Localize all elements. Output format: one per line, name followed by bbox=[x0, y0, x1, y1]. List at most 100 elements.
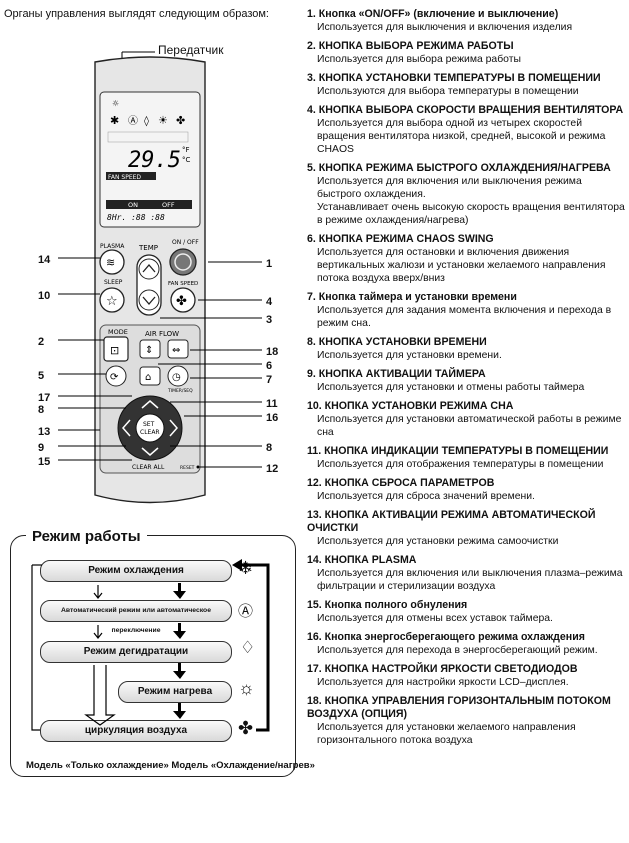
description-title: 4. КНОПКА ВЫБОРА СКОРОСТИ ВРАЩЕНИЯ ВЕНТИ… bbox=[307, 104, 624, 116]
temp-up-button[interactable] bbox=[138, 258, 160, 280]
description-item: 3. КНОПКА УСТАНОВКИ ТЕМПЕРАТУРЫ В ПОМЕЩЕ… bbox=[307, 72, 625, 98]
vertical-swing-icon: ⇕ bbox=[145, 345, 153, 356]
power-icon bbox=[174, 253, 192, 271]
description-title: 17. КНОПКА НАСТРОЙКИ ЯРКОСТИ СВЕТОДИОДОВ bbox=[307, 663, 578, 675]
description-title: 3. КНОПКА УСТАНОВКИ ТЕМПЕРАТУРЫ В ПОМЕЩЕ… bbox=[307, 72, 601, 84]
remote-illustration: ☼ ✱ Ⓐ ◊ ☀ ✤ 29.5 °F °C FAN SPEED ON OFF … bbox=[58, 51, 262, 504]
fan-speed-button[interactable] bbox=[170, 287, 196, 313]
dpad-left-icon bbox=[122, 419, 131, 437]
fan-speed-icon: ✤ bbox=[176, 294, 187, 309]
turbo-button[interactable] bbox=[105, 365, 127, 387]
drop-icon: ◊ bbox=[144, 115, 149, 127]
lcd-temperature: 29.5 bbox=[128, 148, 181, 173]
svg-text:☼: ☼ bbox=[112, 99, 119, 108]
mode-cool: Режим охлаждения bbox=[40, 560, 232, 582]
callout-number: 14 bbox=[38, 254, 51, 266]
temp-down-button[interactable] bbox=[138, 289, 160, 311]
mode-flow-arrows bbox=[31, 559, 270, 732]
chevron-up-icon bbox=[142, 264, 156, 273]
lcd-display bbox=[99, 91, 201, 228]
mode-auto: Автоматический режим или автоматическое … bbox=[40, 600, 232, 634]
description-item: 13. КНОПКА АКТИВАЦИИ РЕЖИМА АВТОМАТИЧЕСК… bbox=[307, 509, 625, 548]
callout-number: 12 bbox=[266, 463, 279, 475]
description-title: 15. Кнопка полного обнуления bbox=[307, 599, 468, 611]
button-descriptions: 1. Кнопка «ON/OFF» (включение и выключен… bbox=[307, 8, 625, 753]
drop-icon: ♢ bbox=[240, 638, 256, 657]
sun-icon: ☀ bbox=[158, 114, 168, 127]
callout-number: 11 bbox=[266, 398, 278, 410]
lcd-off: OFF bbox=[162, 201, 175, 209]
callout-number: 10 bbox=[38, 290, 51, 302]
fan-icon: ✤ bbox=[238, 718, 254, 738]
description-text: Используется для настройки яркости LCD–д… bbox=[317, 677, 569, 688]
lcd-fan-speed: FAN SPEED bbox=[108, 174, 141, 181]
chaos-swing-button[interactable] bbox=[139, 339, 161, 359]
lcd-timer: 8Hr. :88 :88 bbox=[107, 213, 165, 222]
reset-label: RESET bbox=[180, 465, 195, 471]
description-item: 16. Кнопка энергосберегающего режима охл… bbox=[307, 631, 625, 657]
set-label: SET bbox=[143, 421, 155, 428]
description-text: Используется для установки и отмены рабо… bbox=[317, 382, 585, 393]
description-item: 1. Кнопка «ON/OFF» (включение и выключен… bbox=[307, 8, 625, 34]
room-temp-button[interactable] bbox=[139, 366, 161, 386]
description-title: 13. КНОПКА АКТИВАЦИИ РЕЖИМА АВТОМАТИЧЕСК… bbox=[307, 509, 596, 534]
sleep-label: SLEEP bbox=[104, 279, 123, 286]
mode-section-box bbox=[10, 535, 296, 777]
sleep-button[interactable] bbox=[99, 287, 125, 313]
description-text: Используется для выбора одной из четырех… bbox=[317, 118, 606, 155]
airflow-label: AIR FLOW bbox=[145, 330, 179, 338]
clock-icon: ◷ bbox=[172, 372, 181, 383]
description-title: 11. КНОПКА ИНДИКАЦИИ ТЕМПЕРАТУРЫ В ПОМЕЩ… bbox=[307, 445, 609, 457]
set-clear-button[interactable] bbox=[135, 413, 165, 443]
timer-button[interactable] bbox=[167, 365, 189, 387]
lcd-on: ON bbox=[128, 201, 138, 209]
snowflake-icon: ✱ bbox=[110, 114, 119, 127]
dpad-right-icon bbox=[169, 419, 178, 437]
callout-number: 15 bbox=[38, 456, 51, 468]
timer-seq-label: TIMER/SEQ bbox=[167, 388, 193, 394]
sun-icon: ☼ bbox=[238, 678, 255, 698]
horizontal-swing-icon: ⇔ bbox=[172, 345, 180, 356]
power-button[interactable] bbox=[169, 248, 197, 276]
fan-speed-label: FAN SPEED bbox=[168, 281, 198, 287]
description-title: 2. КНОПКА ВЫБОРА РЕЖИМА РАБОТЫ bbox=[307, 40, 514, 52]
description-text: Используется для установки желаемого нап… bbox=[317, 722, 576, 746]
mode-button[interactable] bbox=[103, 336, 129, 362]
description-text: Используется для установки автоматическо… bbox=[317, 414, 622, 438]
onoff-label: ON / OFF bbox=[172, 239, 199, 246]
reset-button[interactable] bbox=[196, 465, 200, 469]
callout-number: 8 bbox=[266, 442, 273, 454]
callout-number: 2 bbox=[38, 336, 45, 348]
description-title: 1. Кнопка «ON/OFF» (включение и выключен… bbox=[307, 8, 559, 20]
callout-number: 4 bbox=[266, 296, 273, 308]
mode-footer: Модель «Только охлаждение» Модель «Охлаж… bbox=[26, 760, 315, 771]
description-item: 11. КНОПКА ИНДИКАЦИИ ТЕМПЕРАТУРЫ В ПОМЕЩ… bbox=[307, 445, 625, 471]
description-title: 6. КНОПКА РЕЖИМА CHAOS SWING bbox=[307, 233, 494, 245]
plasma-button[interactable] bbox=[99, 249, 125, 275]
auto-icon: Ⓐ bbox=[128, 115, 138, 127]
description-title: 16. Кнопка энергосберегающего режима охл… bbox=[307, 631, 585, 643]
chevron-down-icon bbox=[142, 296, 156, 305]
description-title: 5. КНОПКА РЕЖИМА БЫСТРОГО ОХЛАЖДЕНИЯ/НАГ… bbox=[307, 162, 611, 174]
callout-number: 17 bbox=[38, 392, 51, 404]
horizontal-flow-button[interactable] bbox=[167, 339, 189, 359]
description-item: 17. КНОПКА НАСТРОЙКИ ЯРКОСТИ СВЕТОДИОДОВ… bbox=[307, 663, 625, 689]
callout-number: 9 bbox=[38, 442, 45, 454]
mode-heat: Режим нагрева bbox=[118, 681, 232, 703]
turbo-icon: ⟳ bbox=[110, 372, 119, 383]
mode-icon: ⊡ bbox=[110, 344, 119, 357]
lcd-f-unit: °F bbox=[182, 146, 190, 154]
description-title: 8. КНОПКА УСТАНОВКИ ВРЕМЕНИ bbox=[307, 336, 487, 348]
description-text: Используется для включения или выключени… bbox=[317, 568, 623, 592]
description-title: 7. Кнопка таймера и установки времени bbox=[307, 291, 517, 303]
auto-icon: Ⓐ bbox=[238, 603, 254, 620]
mode-dry: Режим дегидратации bbox=[40, 641, 232, 663]
description-text: Устанавливает очень высокую скорость вра… bbox=[317, 202, 625, 226]
